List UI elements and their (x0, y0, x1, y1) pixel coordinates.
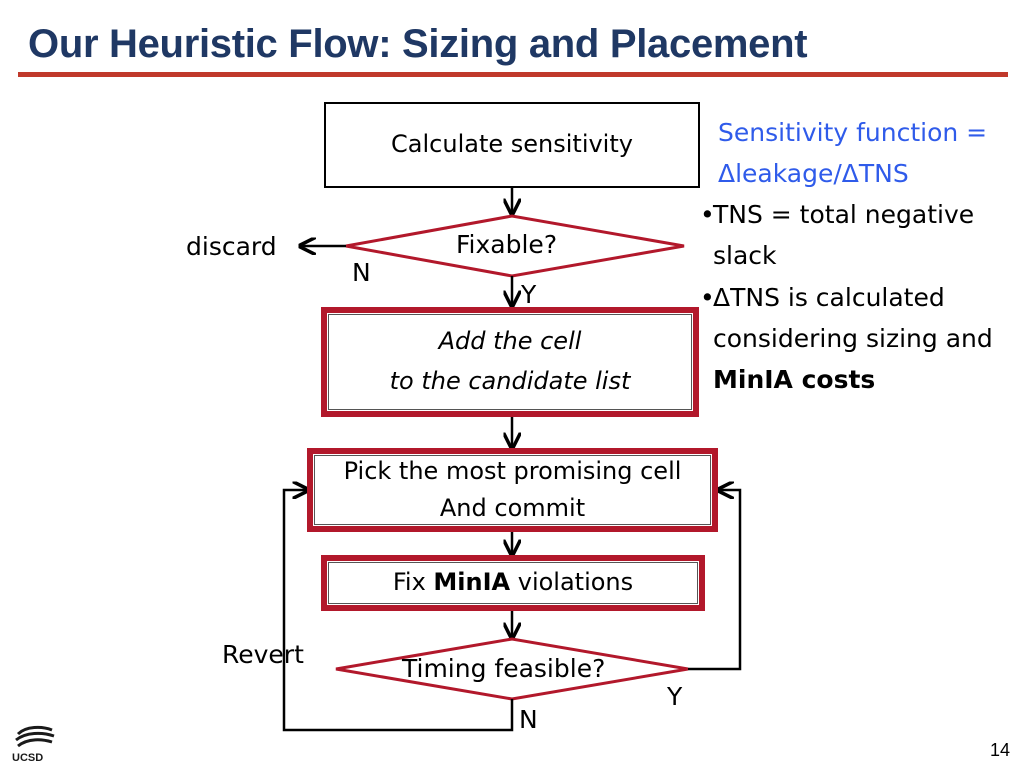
fixable-diamond (345, 214, 685, 278)
fix-minia-label: Fix MinIA violations (392, 568, 634, 597)
add-candidate-line2: to the candidate list (389, 367, 631, 395)
pick-commit-line2: And commit (439, 494, 586, 522)
add-candidate-line1: Add the cell (438, 327, 582, 356)
bullet-tns-definition: • TNS = total negative slack (700, 200, 975, 271)
ucsd-logo-text: UCSD (12, 752, 44, 764)
ucsd-logo-icon (15, 725, 55, 748)
pick-commit-line1: Pick the most promising cell (343, 456, 682, 485)
pick-commit-box: Pick the most promising cell And commit (307, 448, 718, 532)
fix-minia-box: Fix MinIA violations (321, 555, 705, 611)
title-underline (18, 72, 1008, 77)
sensitivity-function-note: Sensitivity function = Δleakage/ΔTNS (718, 118, 988, 189)
fixable-no-label: N (352, 258, 371, 287)
notes-bullet-list: • TNS = total negative slack • ΔTNS is c… (700, 194, 1020, 400)
bullet-delta-tns: • ΔTNS is calculated considering sizing … (700, 282, 993, 395)
page-number: 14 (989, 740, 1010, 760)
calculate-sensitivity-box: Calculate sensitivity (324, 102, 700, 188)
timing-no-label: N (519, 705, 538, 734)
slide-title: Our Heuristic Flow: Sizing and Placement (28, 22, 808, 66)
revert-label: Revert (222, 640, 304, 669)
timing-yes-label: Y (667, 682, 683, 711)
fixable-label: Fixable? (456, 230, 558, 259)
timing-feasible-label: Timing feasible? (402, 654, 606, 683)
add-candidate-box: Add the cell to the candidate list (321, 307, 699, 417)
loop-yes-to-pick (688, 490, 742, 671)
calculate-sensitivity-label: Calculate sensitivity (391, 130, 633, 159)
fixable-yes-label: Y (521, 280, 537, 309)
discard-label: discard (186, 232, 277, 261)
loop-no-revert (282, 490, 514, 732)
